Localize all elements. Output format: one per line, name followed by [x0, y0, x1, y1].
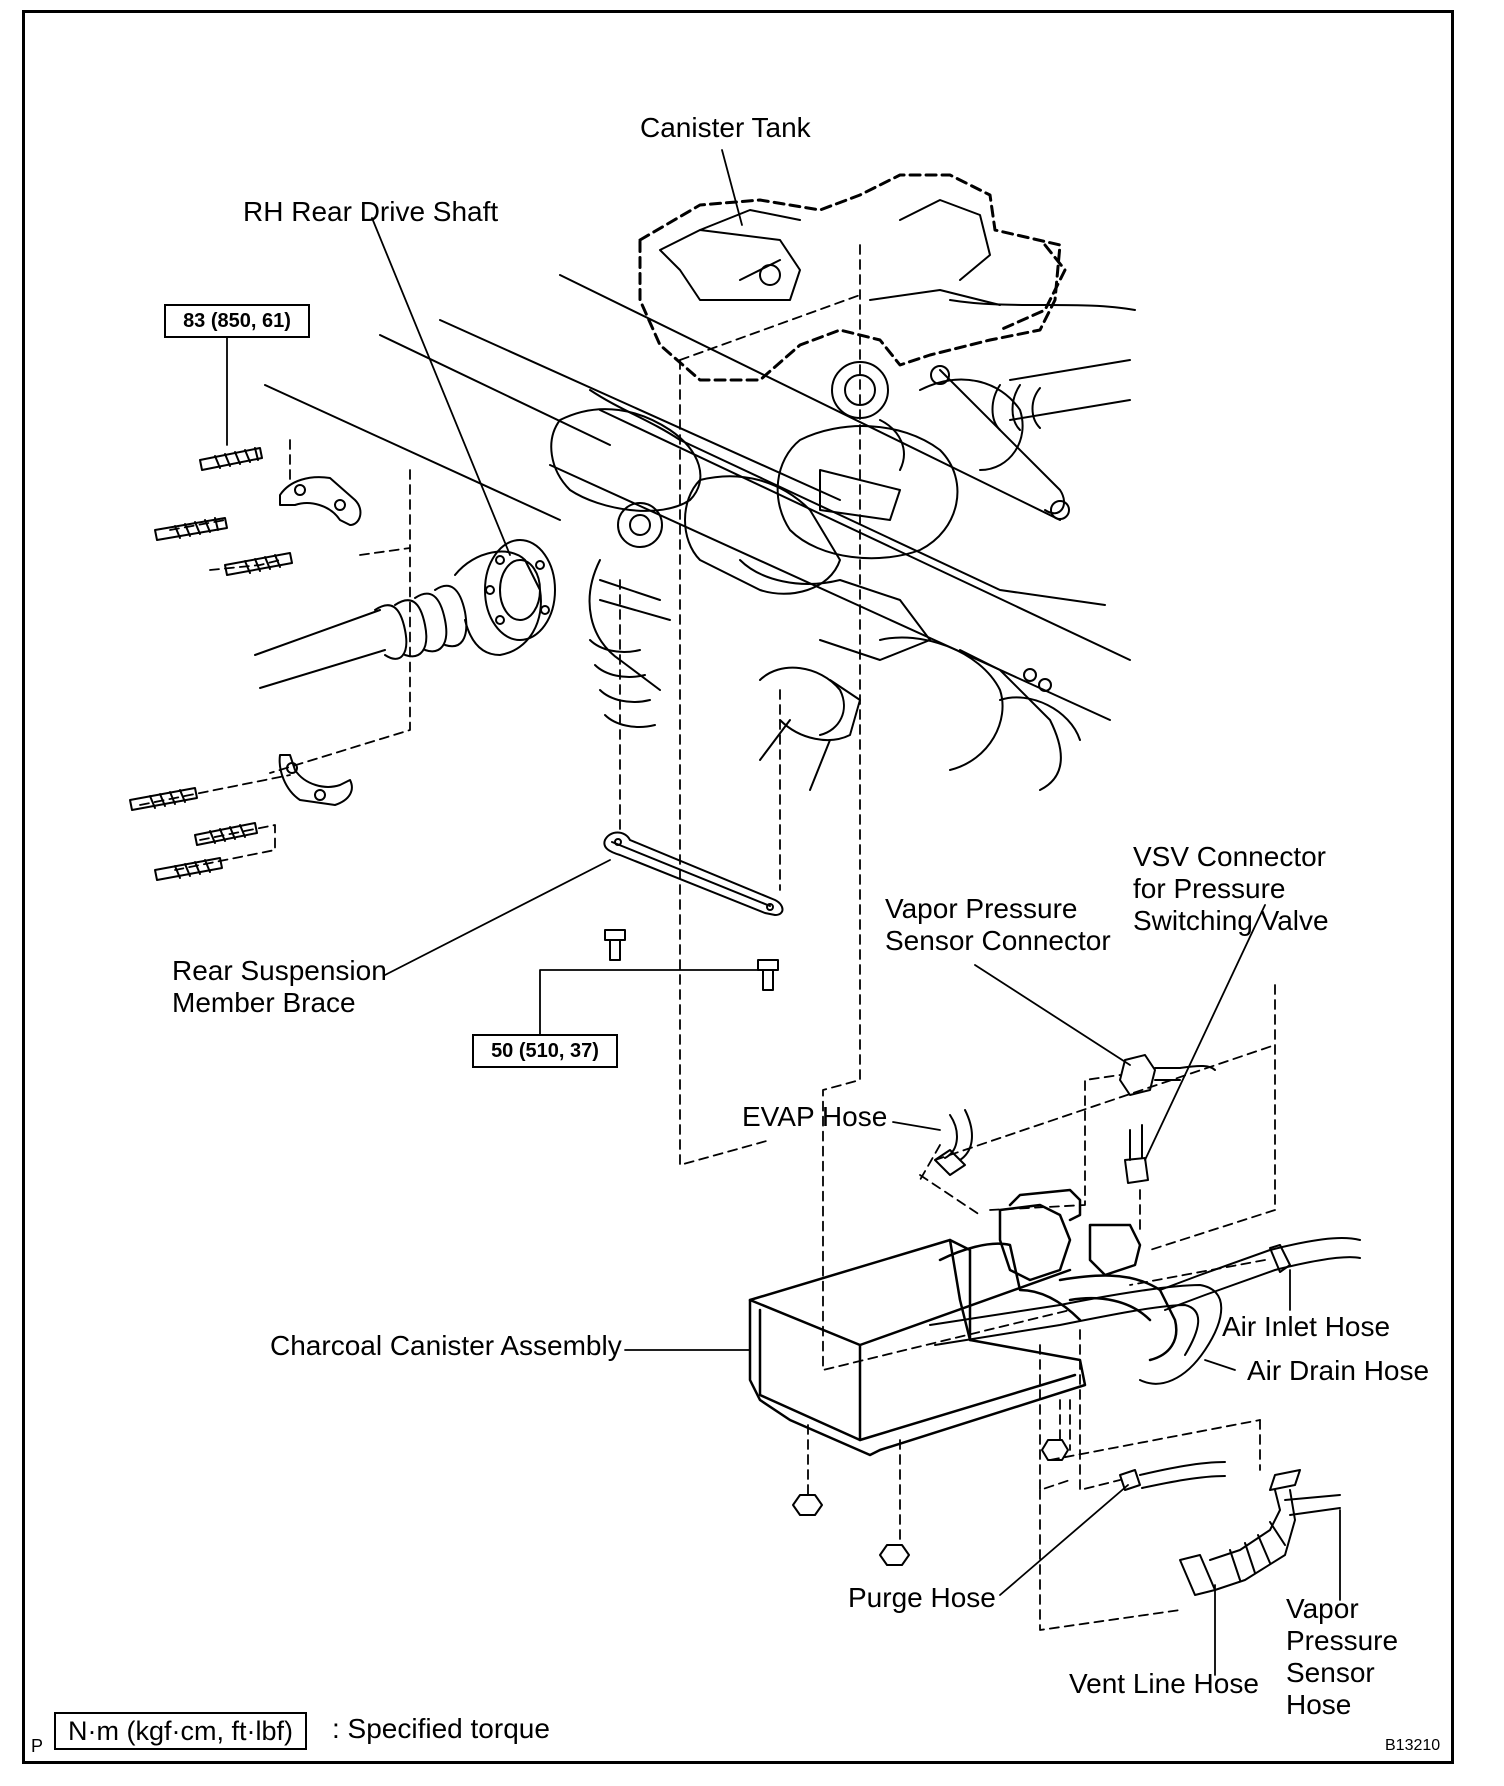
label-vsv-connector: VSV Connector for Pressure Switching Val… [1133, 841, 1329, 936]
figure-code: B13210 [1385, 1737, 1441, 1754]
hoses [929, 1054, 1361, 1596]
drive-shaft-lock-plates [278, 476, 362, 806]
label-vent-line-hose: Vent Line Hose [1069, 1668, 1259, 1699]
canister-tank [638, 173, 1067, 382]
label-rh-rear-drive-shaft: RH Rear Drive Shaft [243, 196, 499, 227]
canister-tank-detail [659, 199, 1136, 311]
label-rear-suspension-member-brace: Rear Suspension Member Brace [172, 955, 387, 1018]
label-evap-hose: EVAP Hose [742, 1101, 888, 1132]
label-vapor-pressure-sensor-connector: Vapor Pressure Sensor Connector [885, 893, 1111, 956]
legend-unit-box: N·m (kgf·cm, ft·lbf) [54, 1712, 307, 1750]
assembly-guide-lines [139, 244, 1276, 1631]
rh-rear-drive-shaft [254, 539, 556, 689]
rear-suspension-member-brace [603, 831, 784, 991]
leader-lines [226, 149, 1341, 1676]
torque-brace-bolts: 50 (510, 37) [472, 1034, 618, 1068]
label-vapor-pressure-sensor-hose: Vapor Pressure Sensor Hose [1286, 1593, 1399, 1720]
canister-mounting-nuts [792, 1439, 1069, 1566]
charcoal-canister-assembly [748, 1188, 1178, 1457]
label-charcoal-canister-assembly: Charcoal Canister Assembly [270, 1330, 622, 1361]
label-air-inlet-hose: Air Inlet Hose [1222, 1311, 1391, 1342]
label-canister-tank: Canister Tank [640, 112, 811, 143]
frame-rails [264, 274, 1131, 721]
legend-description: : Specified torque [332, 1713, 550, 1744]
differential-cluster [550, 359, 1131, 791]
label-air-drain-hose: Air Drain Hose [1247, 1355, 1430, 1386]
legend-marker: P [31, 1736, 44, 1756]
torque-drive-shaft-bolts: 83 (850, 61) [164, 304, 310, 338]
figure-frame [22, 10, 1454, 1764]
drive-shaft-bolts [129, 447, 293, 881]
label-purge-hose: Purge Hose [848, 1582, 996, 1613]
